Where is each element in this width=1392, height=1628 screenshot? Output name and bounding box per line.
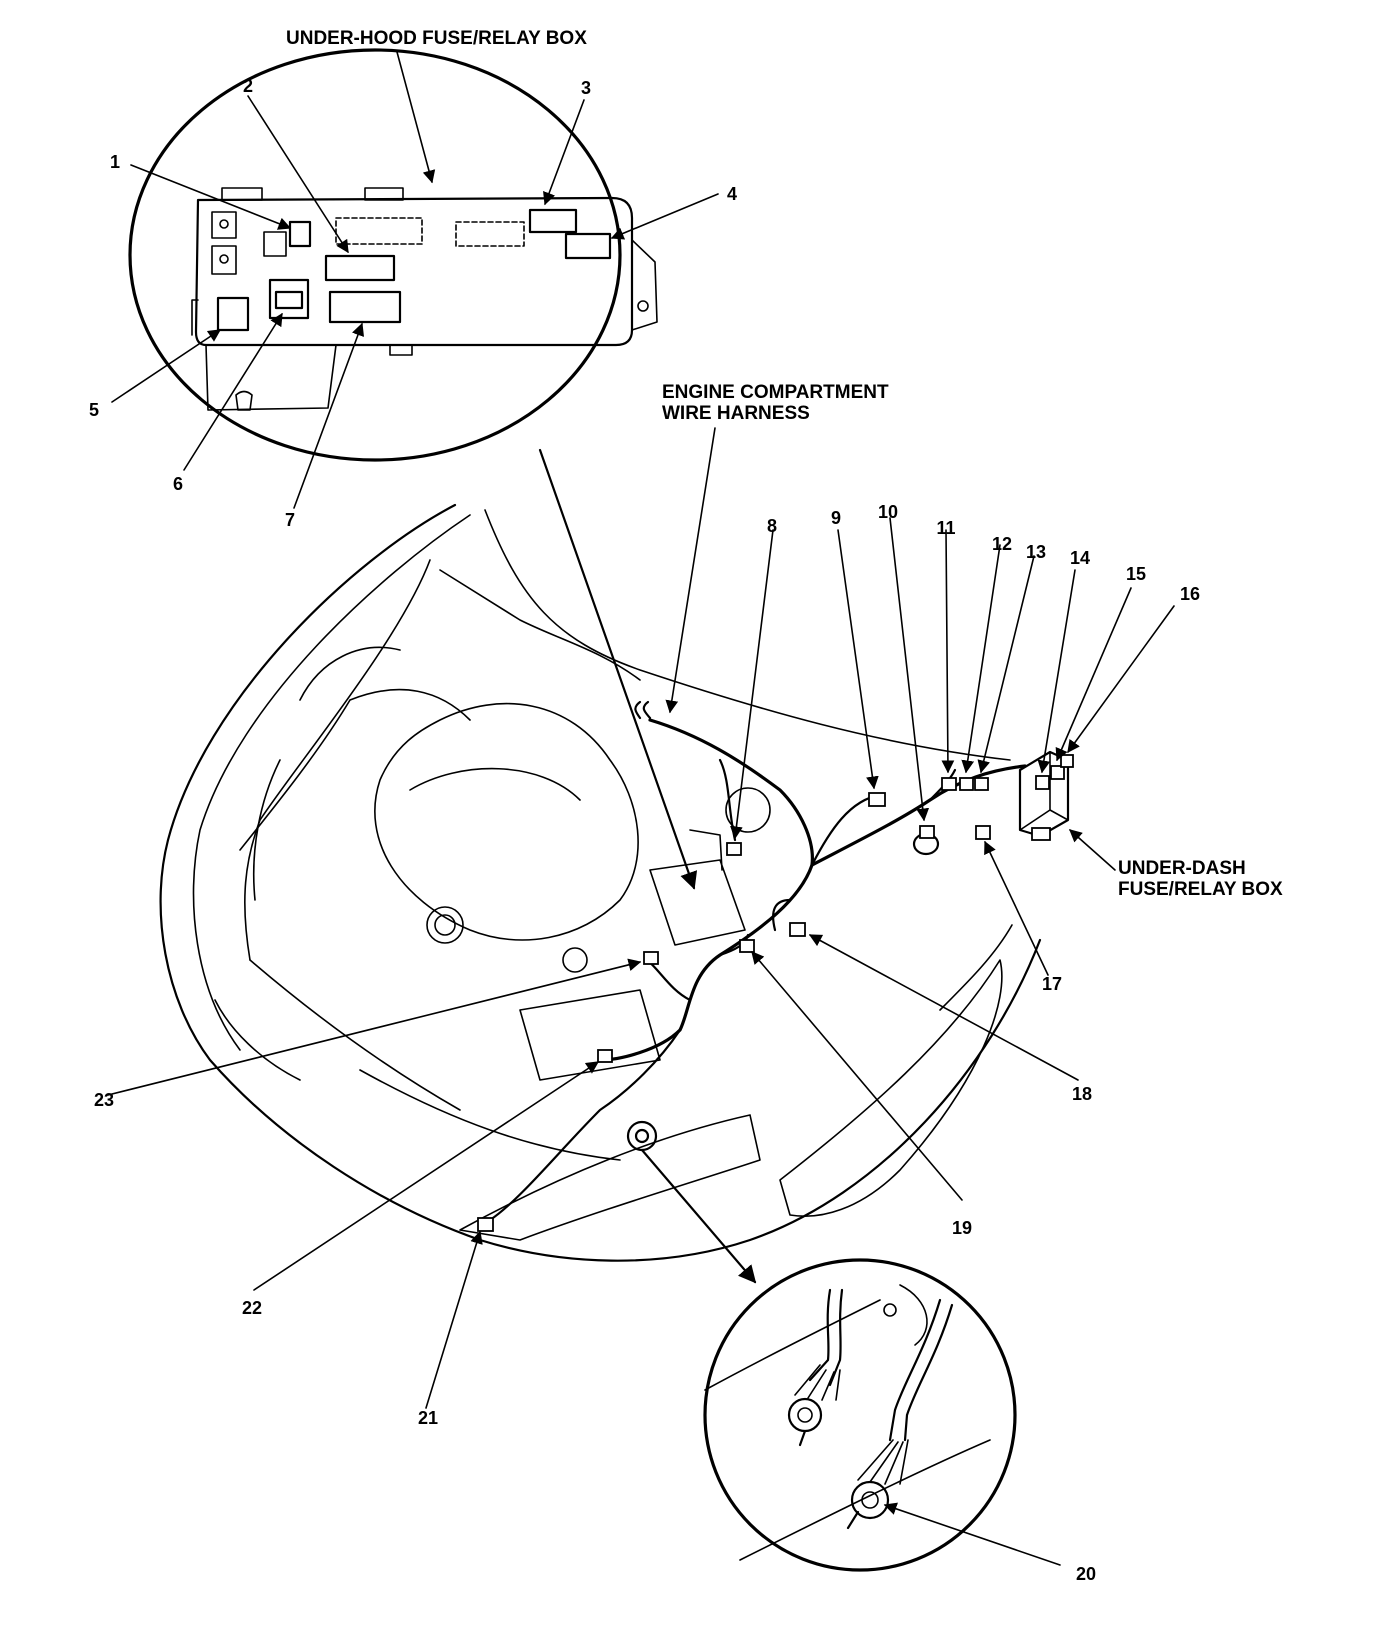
callout-18: 18 (1071, 1084, 1093, 1104)
callout-10: 10 (877, 502, 899, 522)
callout-1: 1 (109, 152, 121, 172)
connector-17 (975, 825, 991, 840)
callout-16: 16 (1179, 584, 1201, 604)
callout-15: 15 (1125, 564, 1147, 584)
under-hood-inset-circle (128, 48, 622, 462)
leader-lines (107, 51, 1175, 1566)
callout-5: 5 (88, 400, 100, 420)
callout-19: 19 (951, 1218, 973, 1238)
connector-16 (1060, 754, 1074, 768)
callout-21: 21 (417, 1408, 439, 1428)
callout-17: 17 (1041, 974, 1063, 994)
connector-18 (789, 922, 806, 937)
callout-6: 6 (172, 474, 184, 494)
engine-harness-title-line2: WIRE HARNESS (662, 403, 810, 424)
under-hood-fuse-relay-box-title: UNDER-HOOD FUSE/RELAY BOX (286, 28, 587, 49)
connector-21 (477, 1217, 494, 1232)
callout-12: 12 (991, 534, 1013, 554)
under-hood-inset (128, 48, 658, 462)
engine-compartment-harness-drawing (488, 700, 1027, 1222)
connector-10 (919, 825, 935, 839)
under-dash-fuse-box-drawing (1018, 750, 1070, 841)
callout-23: 23 (93, 1090, 115, 1110)
connector-14 (1035, 775, 1050, 790)
callout-22: 22 (241, 1298, 263, 1318)
connector-23 (643, 951, 659, 965)
ground-detail-circle (703, 1258, 1017, 1572)
callout-11: 11 (936, 518, 956, 538)
under-dash-title-line1: UNDER-DASH (1118, 858, 1246, 879)
connector-8 (726, 842, 742, 856)
callout-14: 14 (1069, 548, 1091, 568)
connector-13 (974, 777, 989, 791)
connector-9 (868, 792, 886, 807)
callout-7: 7 (284, 510, 296, 530)
harness-connectors (477, 754, 1074, 1232)
ground-detail-inset (703, 1258, 1017, 1572)
callout-13: 13 (1025, 542, 1047, 562)
under-hood-fuse-box-drawing (191, 187, 658, 411)
under-dash-title-line2: FUSE/RELAY BOX (1118, 879, 1283, 900)
vehicle-front-drawing (159, 503, 1042, 1262)
callout-2: 2 (242, 76, 254, 96)
connector-19 (739, 939, 755, 953)
connector-11 (941, 777, 957, 791)
callout-4: 4 (726, 184, 738, 204)
callout-20: 20 (1075, 1564, 1097, 1584)
callout-8: 8 (766, 516, 778, 536)
connector-12 (959, 777, 974, 791)
engine-harness-title-line1: ENGINE COMPARTMENT (662, 382, 889, 403)
callout-9: 9 (830, 508, 842, 528)
connector-22 (597, 1049, 613, 1063)
callout-3: 3 (580, 78, 592, 98)
connector-15 (1050, 765, 1065, 780)
